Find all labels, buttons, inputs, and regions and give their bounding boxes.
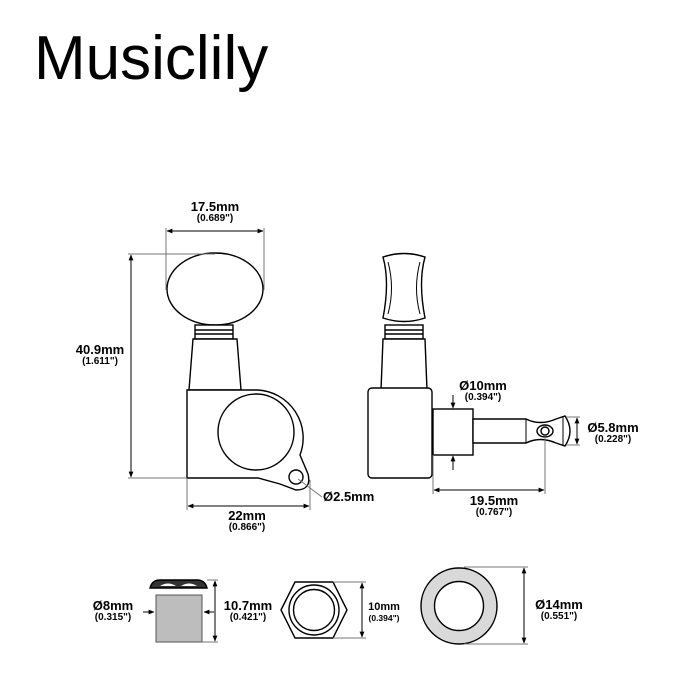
dim-inch: (0.394") (368, 612, 400, 623)
dim-inch: (0.767") (475, 506, 513, 518)
dim-bushing-height: 10.7mm (0.421") (218, 599, 278, 623)
dim-mm: Ø5.8mm (587, 420, 639, 435)
dim-inch: (0.689") (196, 212, 234, 224)
dim-screw-hole: Ø2.5mm (323, 490, 393, 504)
dim-inch: (0.315") (94, 611, 132, 623)
housing-side (367, 387, 433, 479)
dim-mm: 40.9mm (75, 342, 125, 357)
bushing (149, 579, 208, 643)
side-view (367, 252, 571, 479)
dim-mm: Ø14mm (535, 597, 583, 612)
post-base (432, 408, 474, 456)
dim-mm: 10.7mm (223, 598, 273, 613)
washer (420, 567, 498, 645)
dim-washer-diameter: Ø14mm (0.551") (529, 598, 589, 622)
dim-button-width: 17.5mm (0.689") (180, 200, 250, 224)
dim-hex-nut-size: 10mm (0.394") (364, 601, 404, 623)
brand-logo: Musiclily (34, 24, 269, 93)
dim-mm: 17.5mm (190, 199, 240, 214)
dim-total-height: 40.9mm (1.611") (70, 343, 130, 367)
bushing-body (155, 594, 203, 643)
dim-inch: (0.228") (594, 433, 632, 445)
tuner-post (472, 415, 571, 447)
gear-cover-circle (217, 393, 295, 471)
dim-post-length: 19.5mm (0.767") (459, 494, 529, 518)
dim-inch: (0.421") (229, 611, 267, 623)
dim-inch: (0.551") (540, 610, 578, 622)
dim-housing-width: 22mm (0.866") (212, 509, 282, 533)
dim-post-diameter: Ø5.8mm (0.228") (582, 421, 644, 445)
dim-inch: (0.866") (228, 521, 266, 533)
front-view (166, 252, 310, 491)
hex-nut (280, 581, 348, 639)
dim-mm: Ø10mm (459, 378, 507, 393)
dim-mm: Ø2.5mm (323, 489, 375, 504)
bushing-flange (149, 579, 208, 589)
tuner-button-oval (166, 252, 264, 326)
dim-mm: 22mm (228, 508, 266, 523)
dim-inch: (1.611") (82, 355, 118, 367)
dim-post-base-diameter: Ø10mm (0.394") (448, 379, 518, 403)
dim-inch: (0.394") (464, 391, 502, 403)
dim-mm: Ø8mm (92, 598, 134, 613)
screw-hole (288, 469, 304, 485)
dim-mm: 10mm (368, 601, 400, 613)
dim-bushing-diameter: Ø8mm (0.315") (86, 599, 140, 623)
tuner-button-side (382, 252, 426, 323)
dim-mm: 19.5mm (469, 493, 519, 508)
